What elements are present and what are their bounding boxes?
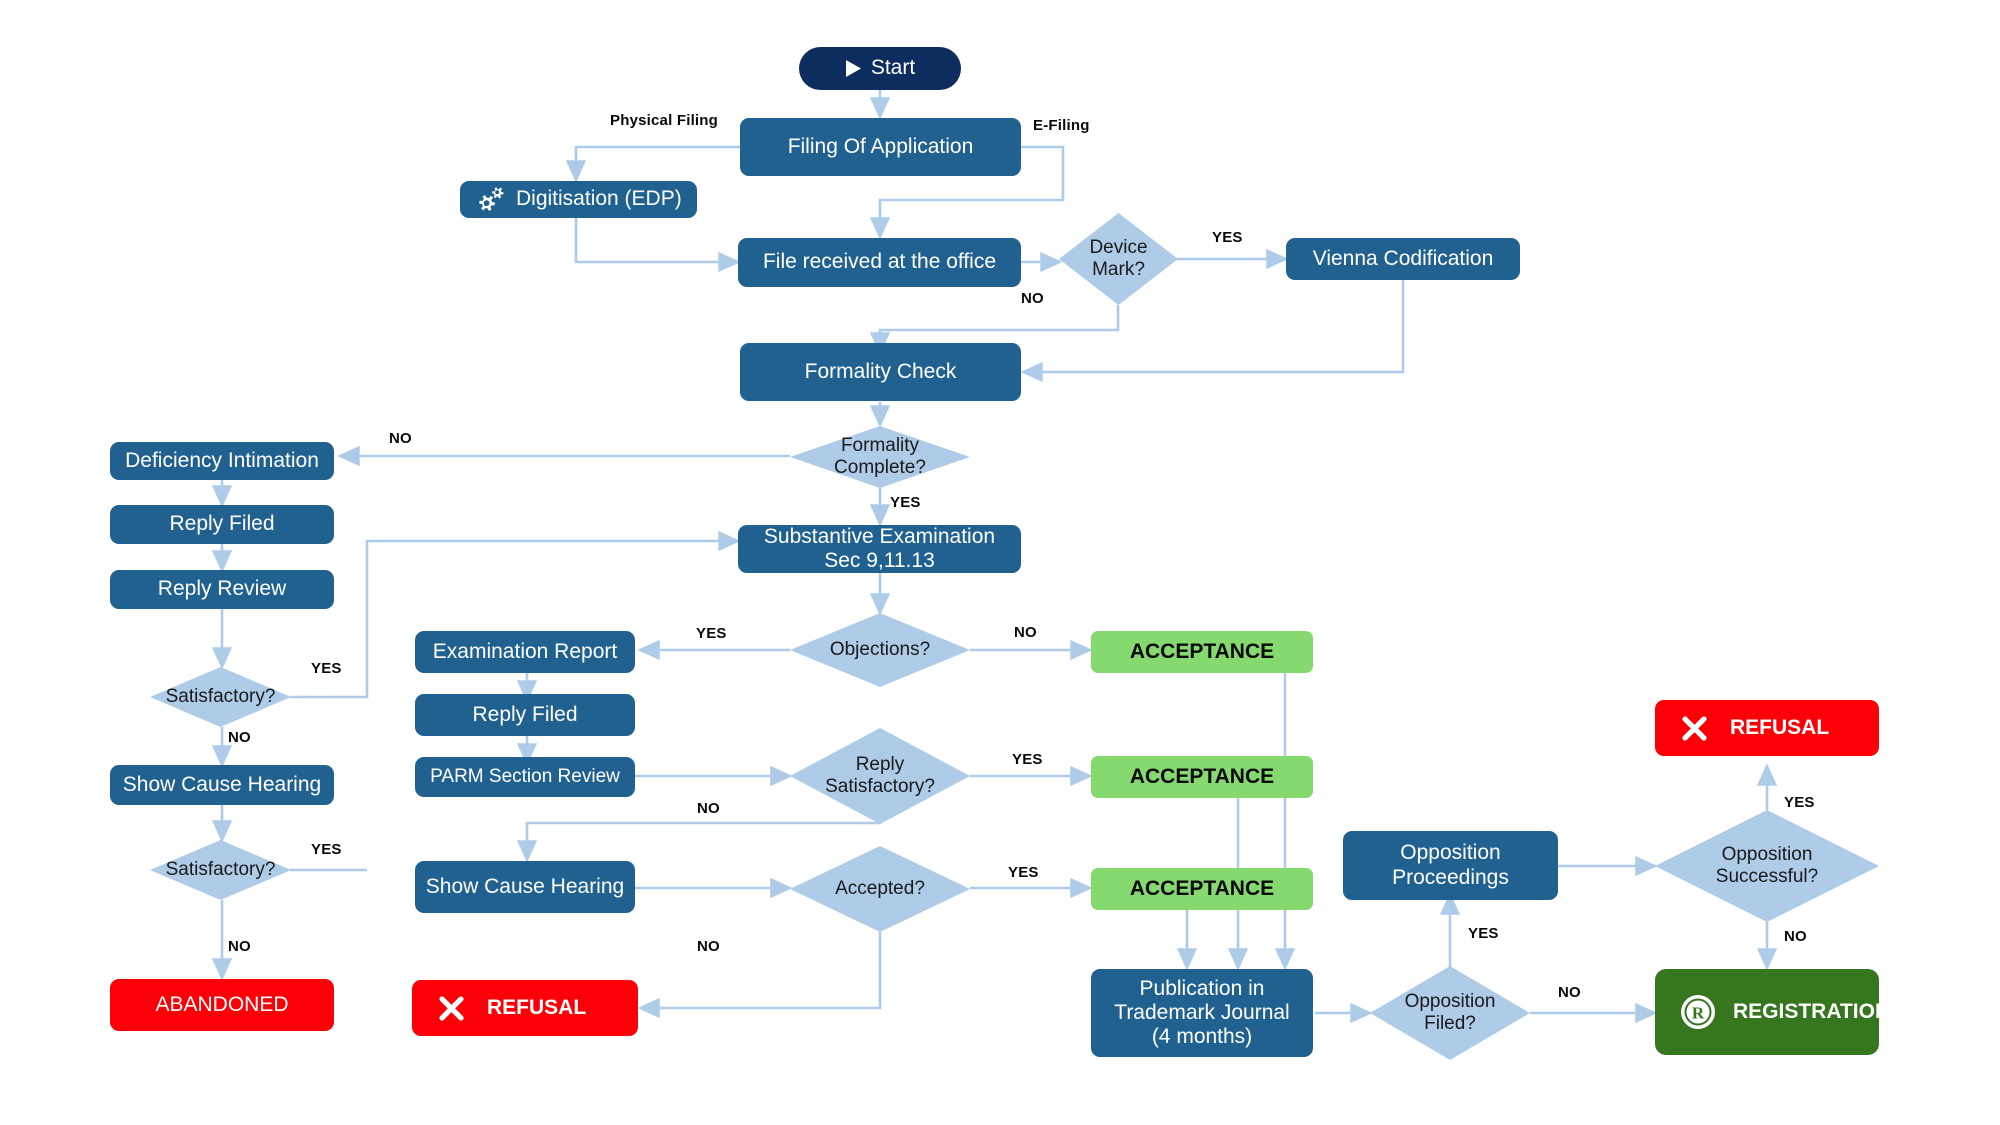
gears-icon: [474, 186, 504, 214]
node-vienna-codification[interactable]: Vienna Codification: [1286, 238, 1520, 280]
edge-label-opposition-filed-no: NO: [1558, 984, 1581, 1001]
node-registration-label: REGISTRATION: [1733, 999, 1891, 1023]
node-examination-report-label: Examination Report: [432, 639, 618, 663]
node-parm-section-review-label: PARM Section Review: [430, 766, 620, 788]
node-file-received-at-office-label: File received at the office: [762, 250, 997, 274]
edge-label-satisfactory2-yes: YES: [311, 841, 342, 858]
edge-label-physical-filing: Physical Filing: [610, 112, 719, 129]
node-refusal-right[interactable]: REFUSAL: [1655, 700, 1879, 756]
edge-label-objections-no: NO: [1014, 624, 1037, 641]
edge-label-device-mark-yes: YES: [1212, 229, 1243, 246]
play-triangle-icon: [845, 59, 862, 78]
node-decision-satisfactory-2[interactable]: Satisfactory?: [150, 840, 291, 900]
edge-label-opposition-successful-no: NO: [1784, 928, 1807, 945]
node-show-cause-hearing-left-label: Show Cause Hearing: [122, 772, 322, 796]
node-acceptance-2[interactable]: ACCEPTANCE: [1091, 756, 1313, 798]
node-start[interactable]: Start: [799, 47, 961, 90]
node-refusal-right-label: REFUSAL: [1730, 715, 1830, 739]
node-decision-accepted-label: Accepted?: [835, 878, 925, 900]
node-reply-filed-left-label: Reply Filed: [169, 512, 275, 536]
svg-text:R: R: [1692, 1004, 1705, 1023]
edge-label-formality-no: NO: [389, 430, 412, 447]
node-digitisation-edp-label: Digitisation (EDP): [516, 187, 682, 211]
node-acceptance-2-label: ACCEPTANCE: [1129, 764, 1275, 788]
edge-label-satisfactory2-no: NO: [228, 938, 251, 955]
node-acceptance-3-label: ACCEPTANCE: [1129, 876, 1275, 900]
node-abandoned-label: ABANDONED: [155, 992, 289, 1016]
node-show-cause-hearing-mid[interactable]: Show Cause Hearing: [415, 861, 635, 913]
node-filing-of-application-label: Filing Of Application: [787, 134, 974, 158]
node-decision-satisfactory-2-label: Satisfactory?: [165, 859, 276, 881]
edge-label-reply-satisfactory-no: NO: [697, 800, 720, 817]
node-abandoned[interactable]: ABANDONED: [110, 979, 334, 1031]
x-mark-icon: [1681, 715, 1708, 742]
edge-label-satisfactory1-no: NO: [228, 729, 251, 746]
node-filing-of-application[interactable]: Filing Of Application: [740, 118, 1021, 176]
node-reply-review[interactable]: Reply Review: [110, 570, 334, 609]
node-decision-accepted[interactable]: Accepted?: [790, 846, 970, 932]
node-deficiency-intimation[interactable]: Deficiency Intimation: [110, 442, 334, 480]
node-examination-report[interactable]: Examination Report: [415, 631, 635, 673]
edge-label-reply-satisfactory-yes: YES: [1012, 751, 1043, 768]
edge-label-accepted-yes: YES: [1008, 864, 1039, 881]
node-digitisation-edp[interactable]: Digitisation (EDP): [460, 181, 697, 218]
node-refusal-mid[interactable]: REFUSAL: [412, 980, 638, 1036]
node-show-cause-hearing-mid-label: Show Cause Hearing: [425, 874, 625, 898]
node-acceptance-1-label: ACCEPTANCE: [1129, 639, 1275, 663]
node-reply-filed-mid[interactable]: Reply Filed: [415, 694, 635, 736]
node-parm-section-review[interactable]: PARM Section Review: [415, 757, 635, 797]
x-mark-icon: [438, 995, 465, 1022]
edge-label-accepted-no: NO: [697, 938, 720, 955]
edge-label-device-mark-no: NO: [1021, 290, 1044, 307]
node-decision-satisfactory-1[interactable]: Satisfactory?: [150, 667, 291, 727]
node-reply-filed-left[interactable]: Reply Filed: [110, 505, 334, 544]
node-reply-review-label: Reply Review: [157, 577, 287, 601]
node-file-received-at-office[interactable]: File received at the office: [738, 238, 1021, 287]
edge-label-e-filing: E-Filing: [1033, 117, 1090, 134]
node-acceptance-1[interactable]: ACCEPTANCE: [1091, 631, 1313, 673]
node-refusal-mid-label: REFUSAL: [487, 995, 587, 1019]
edge-label-objections-yes: YES: [696, 625, 727, 642]
node-deficiency-intimation-label: Deficiency Intimation: [125, 448, 319, 472]
node-registration[interactable]: R REGISTRATION: [1655, 969, 1890, 1055]
edge-label-opposition-filed-yes: YES: [1468, 925, 1499, 942]
node-reply-filed-mid-label: Reply Filed: [472, 702, 578, 726]
node-formality-check-label: Formality Check: [804, 359, 957, 383]
node-formality-check[interactable]: Formality Check: [740, 343, 1021, 401]
node-show-cause-hearing-left[interactable]: Show Cause Hearing: [110, 765, 334, 805]
node-decision-satisfactory-1-label: Satisfactory?: [165, 686, 276, 708]
node-start-label: Start: [870, 56, 916, 80]
node-decision-objections[interactable]: Objections?: [790, 613, 970, 687]
edge-label-formality-yes: YES: [890, 494, 921, 511]
edge-label-opposition-successful-yes: YES: [1784, 794, 1815, 811]
node-acceptance-3[interactable]: ACCEPTANCE: [1091, 868, 1313, 910]
node-decision-objections-label: Objections?: [829, 639, 931, 661]
node-vienna-codification-label: Vienna Codification: [1312, 246, 1494, 270]
edge-label-satisfactory1-yes: YES: [311, 660, 342, 677]
registered-mark-icon: R: [1679, 993, 1717, 1031]
